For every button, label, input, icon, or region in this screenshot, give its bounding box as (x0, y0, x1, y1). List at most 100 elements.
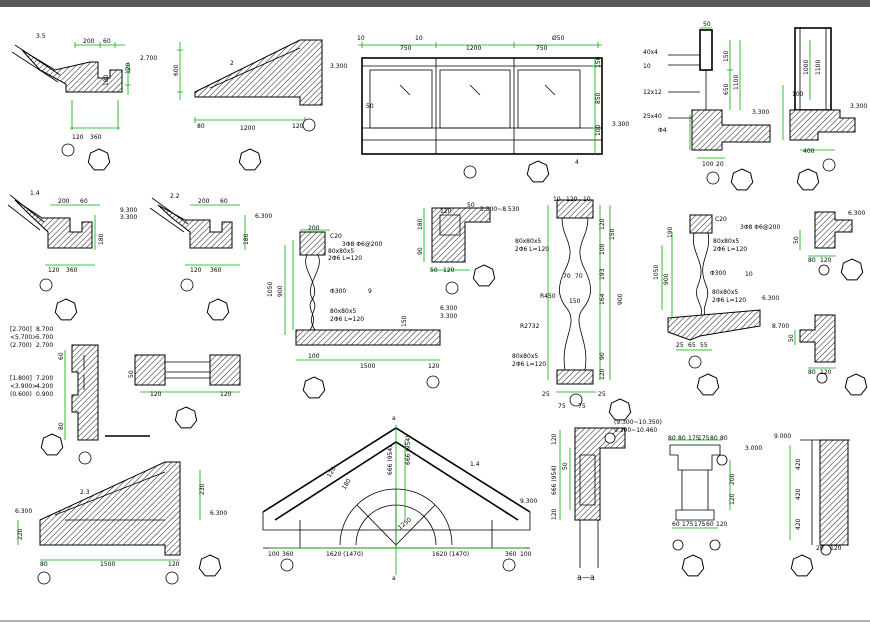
svg-text:80: 80 (808, 257, 816, 264)
svg-text:180: 180 (341, 477, 353, 491)
svg-text:120: 120 (190, 267, 202, 274)
svg-text:200: 200 (308, 225, 320, 232)
svg-text:12x12: 12x12 (643, 89, 662, 96)
svg-text:1100: 1100 (815, 60, 822, 75)
svg-text:120: 120 (729, 493, 736, 505)
svg-text:50: 50 (128, 370, 135, 378)
svg-text:70: 70 (575, 273, 583, 280)
svg-text:50: 50 (366, 103, 374, 110)
svg-text:3.300: 3.300 (752, 109, 769, 116)
svg-text:1250: 1250 (397, 516, 413, 531)
svg-text:120: 120 (820, 369, 832, 376)
heptagon-marker (526, 160, 550, 183)
svg-text:70: 70 (563, 273, 571, 280)
svg-text:6.300: 6.300 (15, 508, 32, 515)
heptagon-marker (608, 398, 632, 421)
heptagon-marker (730, 168, 754, 191)
svg-text:10: 10 (357, 35, 365, 42)
svg-text:750: 750 (400, 45, 412, 52)
svg-text:193: 193 (599, 268, 606, 280)
svg-text:1620 (1470): 1620 (1470) (326, 551, 363, 558)
svg-text:1200: 1200 (466, 45, 481, 52)
heptagon-marker (681, 554, 705, 577)
svg-text:100: 100 (308, 353, 320, 360)
svg-text:60: 60 (103, 38, 111, 45)
detail-small-cornice-1: 6.300 50 80 120 (793, 210, 865, 276)
svg-text:360: 360 (282, 551, 294, 558)
svg-text:2Φ6 L=120: 2Φ6 L=120 (712, 297, 746, 304)
detail-eave-profile-2: 1.4 200 60 9.300 3.300 120 180 360 (7, 190, 137, 292)
svg-text:10: 10 (745, 271, 753, 278)
heptagon-marker (472, 264, 496, 287)
svg-text:25: 25 (676, 342, 684, 349)
svg-text:150: 150 (401, 315, 408, 327)
svg-text:120: 120 (72, 134, 84, 141)
svg-text:120: 120 (150, 391, 162, 398)
svg-text:[1.800]: [1.800] (10, 375, 32, 382)
svg-text:120: 120 (292, 123, 304, 130)
svg-text:<5.700>: <5.700> (10, 334, 37, 341)
svg-text:3.300~8.530: 3.300~8.530 (480, 206, 520, 213)
svg-text:900: 900 (617, 293, 624, 305)
svg-text:120: 120 (48, 267, 60, 274)
svg-text:150: 150 (723, 50, 730, 62)
svg-text:2Φ6 L=120: 2Φ6 L=120 (328, 255, 362, 262)
svg-text:8.700: 8.700 (772, 323, 789, 330)
svg-text:1000: 1000 (803, 60, 810, 75)
svg-text:100: 100 (595, 124, 602, 136)
svg-text:Φ300: Φ300 (330, 288, 346, 295)
svg-text:180: 180 (243, 233, 250, 245)
svg-text:10: 10 (643, 63, 651, 70)
svg-text:Φ4: Φ4 (658, 127, 667, 134)
detail-railing-post: 50 40x4 10 12x12 25x40 Φ4 150 1100 650 3… (643, 21, 771, 185)
svg-text:0.900: 0.900 (36, 391, 53, 398)
svg-text:120: 120 (820, 257, 832, 264)
svg-text:4.200: 4.200 (36, 383, 53, 390)
svg-text:900: 900 (663, 273, 670, 285)
svg-text:420: 420 (795, 488, 802, 500)
svg-text:120: 120 (125, 62, 132, 74)
svg-text:9.300~10.460: 9.300~10.460 (614, 427, 657, 434)
svg-text:100: 100 (268, 551, 280, 558)
detail-wall-elevations: [2.700] 8.700 <5.700> 5.700 (2.700) 2.70… (10, 326, 150, 465)
svg-text:200: 200 (198, 198, 210, 205)
svg-text:2.700: 2.700 (140, 55, 157, 62)
svg-text:200: 200 (83, 38, 95, 45)
svg-text:666 (954): 666 (954) (551, 466, 558, 496)
svg-text:65: 65 (688, 342, 696, 349)
svg-text:3.5: 3.5 (36, 33, 46, 40)
svg-text:120: 120 (326, 465, 338, 479)
svg-text:220: 220 (17, 528, 24, 540)
svg-text:100: 100 (702, 161, 714, 168)
svg-text:60: 60 (672, 521, 680, 528)
svg-text:80x80x5: 80x80x5 (328, 248, 354, 255)
svg-text:2.700: 2.700 (36, 342, 53, 349)
svg-text:6.300: 6.300 (255, 213, 272, 220)
svg-text:20: 20 (816, 545, 824, 552)
detail-column-base: 80 80 175 175 80 80 3.000 200 120 60 175… (668, 435, 762, 551)
heptagon-marker (54, 298, 78, 321)
svg-text:120: 120 (220, 391, 232, 398)
svg-text:2Φ6 L=120: 2Φ6 L=120 (512, 361, 546, 368)
svg-text:120: 120 (428, 363, 440, 370)
svg-text:175: 175 (682, 521, 694, 528)
svg-text:1100: 1100 (733, 75, 740, 90)
svg-text:650: 650 (723, 83, 730, 95)
svg-text:175: 175 (688, 435, 700, 442)
svg-text:175: 175 (698, 435, 710, 442)
svg-text:360: 360 (66, 267, 78, 274)
detail-small-cornice-2: 8.700 50 80 120 (772, 314, 836, 384)
svg-text:50: 50 (562, 462, 569, 470)
svg-text:2Φ6 L=120: 2Φ6 L=120 (330, 316, 364, 323)
svg-text:4: 4 (575, 159, 579, 166)
heptagon-marker (302, 376, 326, 399)
svg-text:55: 55 (700, 342, 708, 349)
heptagon-marker (238, 148, 262, 171)
svg-text:9.000: 9.000 (774, 433, 791, 440)
heptagon-marker (840, 258, 864, 281)
svg-text:3.300: 3.300 (850, 103, 867, 110)
svg-text:120: 120 (440, 208, 452, 215)
svg-text:1050: 1050 (653, 265, 660, 280)
detail-sloped-parapet: 2.3 6.300 220 80 1500 120 6.300 230 (15, 461, 227, 585)
svg-text:2Φ6 L=120: 2Φ6 L=120 (515, 246, 549, 253)
